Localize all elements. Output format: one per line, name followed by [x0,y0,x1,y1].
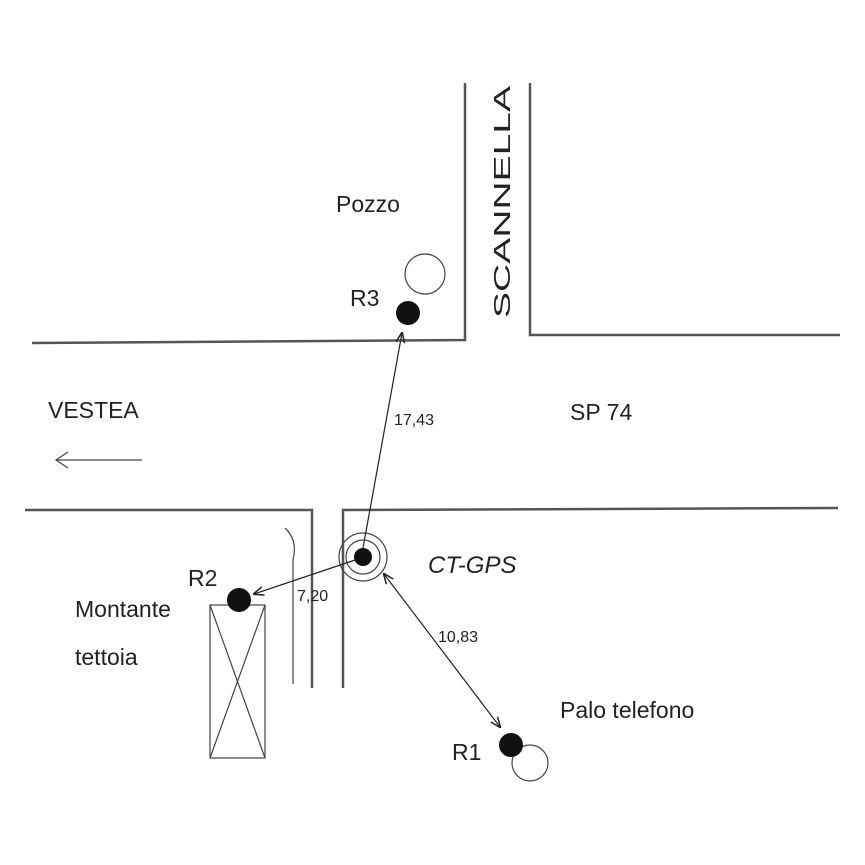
palo-telefono-label: Palo telefono [560,697,694,723]
road-edges [25,83,840,688]
measure-line-to-r2 [254,559,356,594]
montante-cross-b [209,604,266,759]
roof-curve [284,527,295,684]
r3-marker-icon [396,301,420,325]
road-edge-upper-left [31,83,467,345]
ct-gps-outer-ring-icon [338,532,388,582]
montante-label-line2: tettoia [75,644,138,670]
ct-gps-inner-ring-icon [345,539,381,575]
distance-label-r3: 17,43 [394,412,434,429]
r3-label: R3 [350,285,379,311]
pozzo-label: Pozzo [336,191,400,217]
road-edge-upper-right [528,83,840,337]
r1-label: R1 [452,739,481,765]
r2-marker-icon [227,588,251,612]
montante-label-line1: Montante [75,596,171,622]
road-edge-lower-left [25,508,314,688]
road-label-scannella: SCANNELLA [489,85,515,318]
distance-label-r1: 10,83 [438,629,478,646]
direction-arrow [54,451,142,469]
measure-line-to-r3 [362,333,402,549]
pozzo-well-icon [404,253,446,295]
measure-line-to-r1 [384,574,500,727]
road-label-vestea: VESTEA [48,397,139,423]
r1-marker-icon [499,733,523,757]
distance-label-r2: 7,20 [297,588,328,605]
ct-gps-label: CT-GPS [428,552,516,579]
palo-telefono-pole-icon [511,744,549,782]
road-label-sp74: SP 74 [570,399,632,425]
ct-gps-marker-icon [354,548,372,566]
r2-label: R2 [188,565,217,591]
road-edge-lower-right [341,506,839,688]
